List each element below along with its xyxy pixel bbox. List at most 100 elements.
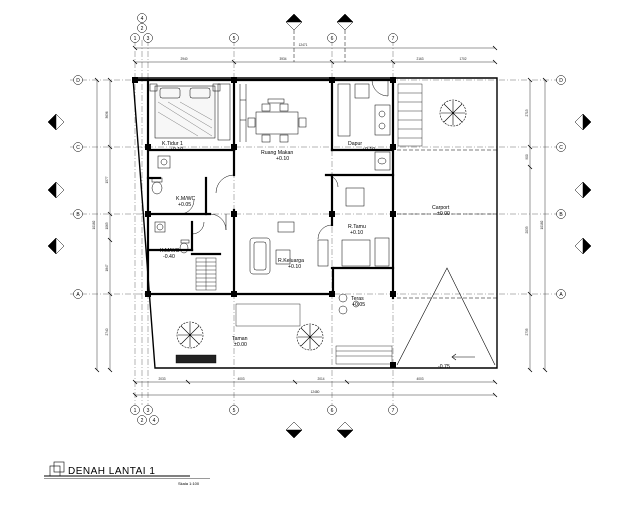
room-name-guest: R.Tamu [348,224,366,230]
toilet-2 [154,221,190,254]
grid-bubble-C-left [73,142,83,152]
grid-label-B-left: B [76,212,80,218]
sofa [249,221,329,275]
dim-left-4: 1847 [105,264,109,271]
room-name-garden: Taman [232,336,248,342]
walls [133,78,395,300]
grid-label-2-top: 2 [141,26,144,32]
grid-label-D-left: D [76,78,80,84]
grid-bubble-7-top [388,33,398,43]
dim-right-1: 2713 [525,109,529,116]
room-level-kitchen: +0.10 [362,147,375,153]
dim-bottom-1: 2033 [158,377,165,381]
grid-label-5-bottom: 5 [233,408,236,414]
grid-label-C-left: C [76,145,80,151]
kitchen-counter [337,83,391,171]
dim-top-4: 1702 [459,57,466,61]
grid-label-3-top: 3 [147,36,150,42]
grid-label-A-right: A [559,292,563,298]
room-labels: K.Tidur 1 +0.10 Ruang Makan +0.10 Dapur … [160,141,450,370]
dining-cabinet [239,84,247,142]
toilet-1 [151,155,171,195]
grid-label-5-top: 5 [233,36,236,42]
dim-bottom-overall: 12480 [311,390,320,394]
room-level-family: +0.10 [288,264,301,270]
grid-bubble-A-right [556,289,566,299]
dim-top-2: 3934 [279,57,286,61]
grid-label-7-bottom: 7 [392,408,395,414]
grid-label-6-bottom: 6 [331,408,334,414]
garden-strip [175,303,393,365]
dimension-texts: 12471 2940 3934 2163 1702 2033 4003 2014… [92,43,544,394]
room-name-carport: Carport [432,205,450,211]
grid-bubble-B-left [73,209,83,219]
grid-bubble-1-bottom [130,405,140,415]
wardrobe [217,83,231,141]
dim-top-overall: 12471 [299,43,308,47]
grid-bubble-labels: 1 2 3 4 5 6 7 1 2 3 4 5 6 7 D C B A D C … [76,16,563,424]
carport-ramp [396,149,497,366]
grid-label-D-right: D [559,78,563,84]
grid-bubble-4-bottom [149,415,159,425]
grid-label-B-right: B [559,212,563,218]
dim-left-1: 3636 [105,111,109,118]
grid-bubble-D-right [556,75,566,85]
grid-bubble-A-left [73,289,83,299]
room-level-bath-2: -0.40 [163,254,175,260]
grid-bubbles [73,13,566,425]
grid-bubble-C-right [556,142,566,152]
grid-bubble-6-top [327,33,337,43]
dim-right-4: 2735 [525,328,529,335]
dim-left-overall: 10182 [92,220,96,229]
room-level-garden: ±0.00 [234,342,247,348]
grid-bubble-5-top [229,33,239,43]
grid-label-1-bottom: 1 [134,408,137,414]
grid-bubble-6-bottom [327,405,337,415]
grid-bubble-B-right [556,209,566,219]
grid-bubble-D-left [73,75,83,85]
drawing-title: DENAH LANTAI 1 [68,466,155,477]
dim-bottom-3: 2014 [317,377,324,381]
grid-label-6-top: 6 [331,36,334,42]
carport-level-note: -0.75 [438,364,450,370]
bed [149,83,221,139]
door-swings [179,79,389,240]
dim-right-3: 2033 [525,226,529,233]
room-name-kitchen: Dapur [348,141,362,147]
dim-bottom-2: 4003 [237,377,244,381]
grid-bubble-2-bottom [137,415,147,425]
grid-label-4-bottom: 4 [153,418,156,424]
room-name-terrace: Teras [351,296,364,302]
grid-bubble-3-top [143,33,153,43]
dim-bottom-4: 4003 [416,377,423,381]
dim-right-overall: 10182 [540,220,544,229]
room-level-bedroom: +0.10 [170,147,183,153]
section-marker-icon [47,13,592,439]
grid-bubble-5-bottom [229,405,239,415]
room-name-bedroom: K.Tidur 1 [162,141,183,147]
room-level-guest: +0.10 [350,230,363,236]
room-level-dining: +0.10 [276,156,289,162]
carport-stairs [397,83,423,147]
grid-label-7-top: 7 [392,36,395,42]
drawing-scale: Skala 1:100 [178,481,200,486]
room-level-carport: ±0.00 [437,211,450,217]
entry-arrow [451,353,475,361]
dim-left-3: 1063 [105,222,109,229]
grid-bubble-3-bottom [143,405,153,415]
dim-left-5: 2740 [105,328,109,335]
stairs [195,257,217,291]
plant-icon [176,99,467,351]
room-level-terrace: +0.05 [352,302,365,308]
dim-top-3: 2163 [416,57,423,61]
dim-left-2: 1577 [105,176,109,183]
room-name-bath-2: K.M/WC [160,248,180,254]
grid-bubble-7-bottom [388,405,398,415]
room-name-dining: Ruang Makan [261,150,293,156]
dim-right-2: 900 [525,154,529,160]
grid-label-1-top: 1 [134,36,137,42]
grid-label-2-bottom: 2 [141,418,144,424]
dim-top-1: 2940 [180,57,187,61]
